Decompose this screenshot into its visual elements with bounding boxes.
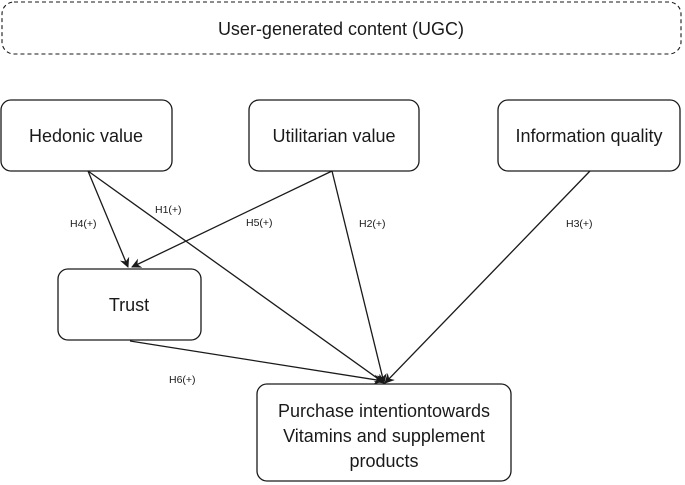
node-utilitarian-value-label: Utilitarian value: [272, 126, 395, 146]
edge-h2-utilitarian-to-purchase: [331, 170, 387, 384]
node-purchase-intention-line-2: Vitamins and supplement: [283, 426, 485, 446]
edge-h4-hedonic-to-trust: [87, 170, 130, 268]
node-hedonic-value: Hedonic value: [0, 99, 173, 172]
edge-labels: H1(+) H2(+) H3(+) H4(+) H5(+) H6(+): [70, 204, 593, 386]
node-hedonic-value-label: Hedonic value: [29, 126, 143, 146]
edge-label-h3: H3(+): [566, 218, 593, 230]
edge-label-h1: H1(+): [155, 204, 182, 216]
edge-label-h2: H2(+): [359, 218, 386, 230]
node-purchase-intention-line-1: Purchase intentiontowards: [278, 401, 490, 421]
node-information-quality-label: Information quality: [515, 126, 662, 146]
edge-label-h4: H4(+): [70, 218, 97, 230]
node-information-quality: Information quality: [497, 99, 681, 172]
node-trust: Trust: [57, 268, 202, 341]
edge-label-h5: H5(+): [246, 217, 273, 229]
node-utilitarian-value: Utilitarian value: [248, 99, 420, 172]
edge-h6-trust-to-purchase: [129, 340, 384, 385]
edge-h1-hedonic-to-purchase: [87, 170, 385, 384]
edge-label-h6: H6(+): [169, 374, 196, 386]
ugc-header-box: User-generated content (UGC): [1, 1, 682, 55]
ugc-header-label: User-generated content (UGC): [218, 19, 464, 39]
node-purchase-intention-line-3: products: [349, 451, 418, 471]
node-purchase-intention: Purchase intentiontowards Vitamins and s…: [256, 383, 512, 482]
node-trust-label: Trust: [109, 295, 149, 315]
edges: [87, 170, 591, 385]
edge-h3-information-to-purchase: [384, 170, 591, 384]
edge-h5-utilitarian-to-trust: [131, 170, 333, 268]
